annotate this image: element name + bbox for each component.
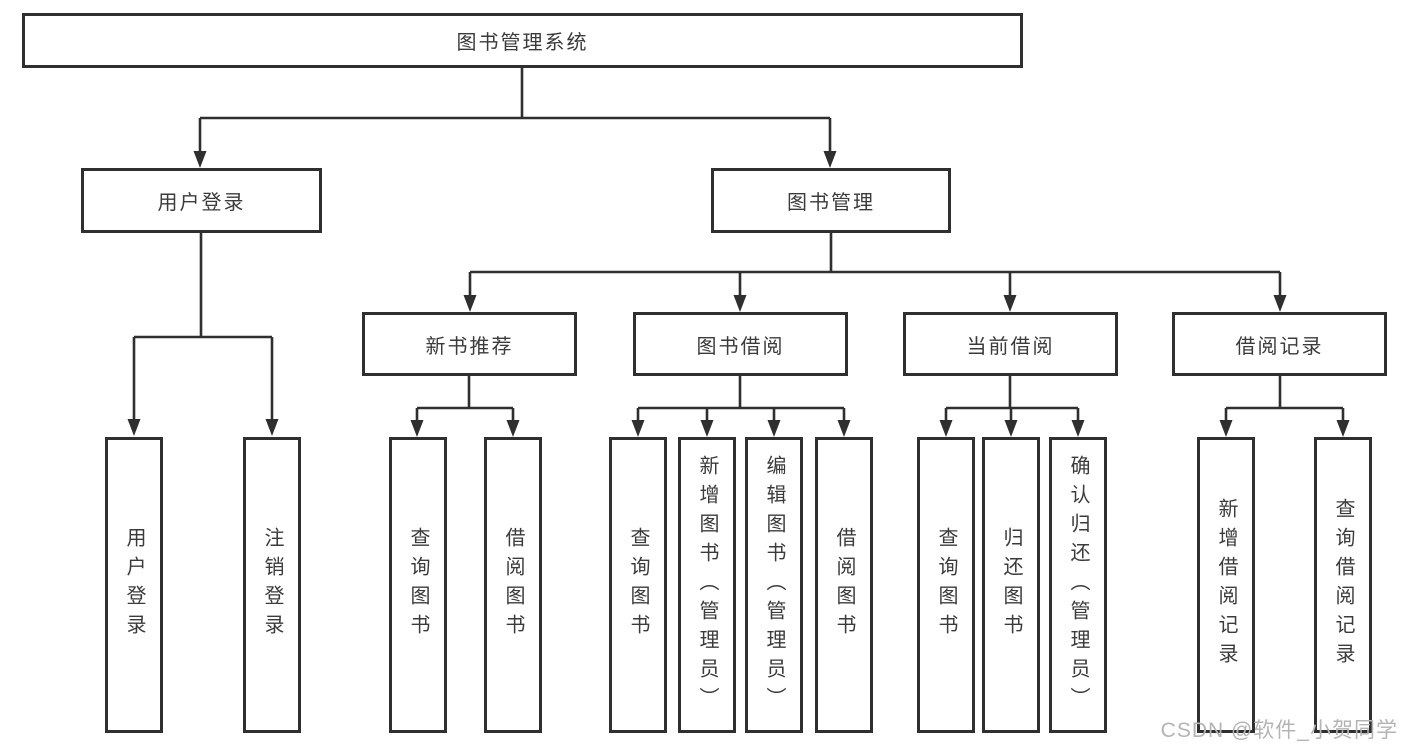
node-leaf-return-book-label: 归还图书 xyxy=(1000,527,1022,643)
node-leaf-query-borrow-record-label: 查询借阅记录 xyxy=(1332,498,1354,672)
arrowhead-icon xyxy=(1003,295,1017,312)
node-leaf-return-book: 归还图书 xyxy=(982,437,1040,733)
arrowhead-icon xyxy=(700,420,714,437)
arrowhead-icon xyxy=(823,151,837,168)
node-leaf-query-books-current-label: 查询图书 xyxy=(935,527,957,643)
node-current-borrowing: 当前借阅 xyxy=(903,312,1118,376)
node-leaf-borrow-books: 借阅图书 xyxy=(815,437,873,733)
node-leaf-query-books-current: 查询图书 xyxy=(917,437,975,733)
arrowhead-icon xyxy=(939,420,953,437)
arrowhead-icon xyxy=(410,420,424,437)
arrowhead-icon xyxy=(193,151,207,168)
node-root-label: 图书管理系统 xyxy=(456,32,589,54)
arrowhead-icon xyxy=(463,295,477,312)
node-leaf-logout: 注销登录 xyxy=(243,437,301,733)
node-new-book-recommend-label: 新书推荐 xyxy=(425,335,514,358)
arrowhead-icon xyxy=(1273,295,1287,312)
arrowhead-icon xyxy=(506,420,520,437)
arrowhead-icon xyxy=(265,419,279,436)
node-leaf-query-borrow-record: 查询借阅记录 xyxy=(1314,437,1372,733)
node-leaf-add-book-admin-label: 新增图书（管理员） xyxy=(696,454,718,716)
node-leaf-user-login: 用户登录 xyxy=(105,437,163,733)
node-leaf-borrow-books-recommend-label: 借阅图书 xyxy=(502,527,524,643)
node-leaf-edit-book-admin: 编辑图书（管理员） xyxy=(745,437,803,733)
arrowhead-icon xyxy=(733,295,747,312)
node-leaf-borrow-books-recommend: 借阅图书 xyxy=(484,437,542,733)
node-leaf-add-book-admin: 新增图书（管理员） xyxy=(678,437,736,733)
node-leaf-user-login-label: 用户登录 xyxy=(123,527,145,643)
arrowhead-icon xyxy=(837,420,851,437)
arrowhead-icon xyxy=(631,420,645,437)
node-current-borrowing-label: 当前借阅 xyxy=(966,335,1055,358)
arrowhead-icon xyxy=(1336,420,1350,437)
node-leaf-query-books-borrow-label: 查询图书 xyxy=(627,527,649,643)
node-leaf-query-books-recommend-label: 查询图书 xyxy=(407,527,429,643)
node-borrowing-records-label: 借阅记录 xyxy=(1235,335,1324,358)
node-book-borrowing: 图书借阅 xyxy=(633,312,848,376)
node-leaf-logout-label: 注销登录 xyxy=(261,527,283,643)
node-leaf-borrow-books-label: 借阅图书 xyxy=(833,527,855,643)
arrowhead-icon xyxy=(767,420,781,437)
node-leaf-query-books-recommend: 查询图书 xyxy=(389,437,447,733)
watermark: CSDN @软件_小贺同学 xyxy=(1160,719,1398,742)
node-leaf-query-books-borrow: 查询图书 xyxy=(609,437,667,733)
arrowhead-icon xyxy=(127,419,141,436)
node-user-login-label: 用户登录 xyxy=(157,192,246,214)
node-root: 图书管理系统 xyxy=(22,13,1023,68)
arrowhead-icon xyxy=(1219,420,1233,437)
node-book-management: 图书管理 xyxy=(711,168,951,233)
node-book-borrowing-label: 图书借阅 xyxy=(696,335,785,358)
node-leaf-add-borrow-record: 新增借阅记录 xyxy=(1197,437,1255,733)
node-leaf-confirm-return-admin-label: 确认归还（管理员） xyxy=(1067,454,1089,716)
node-leaf-add-borrow-record-label: 新增借阅记录 xyxy=(1215,498,1237,672)
arrowhead-icon xyxy=(1071,420,1085,437)
node-leaf-confirm-return-admin: 确认归还（管理员） xyxy=(1049,437,1107,733)
node-leaf-edit-book-admin-label: 编辑图书（管理员） xyxy=(763,454,785,716)
node-book-management-label: 图书管理 xyxy=(787,192,875,214)
node-user-login: 用户登录 xyxy=(81,168,322,233)
node-new-book-recommend: 新书推荐 xyxy=(362,312,577,376)
node-borrowing-records: 借阅记录 xyxy=(1172,312,1387,376)
arrowhead-icon xyxy=(1004,420,1018,437)
